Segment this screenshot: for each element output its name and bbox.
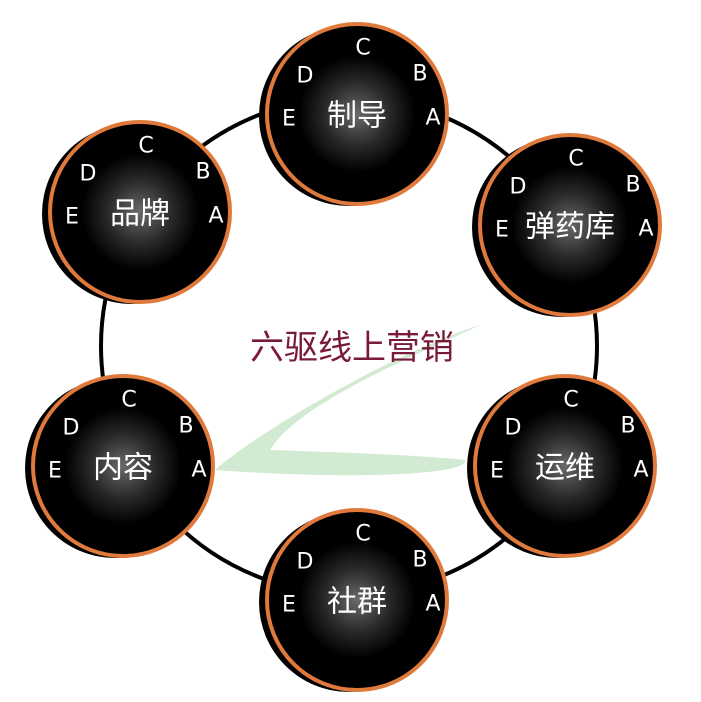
node-letter-b: B bbox=[620, 414, 635, 439]
node-letter-b: B bbox=[178, 414, 193, 439]
node-letter-a: A bbox=[191, 458, 206, 483]
node-2: AB C DE 弹药库 bbox=[472, 133, 662, 317]
node-disc bbox=[265, 508, 449, 692]
node-letter-d: D bbox=[80, 162, 97, 187]
node-3: AB C DE 运维 bbox=[467, 374, 657, 558]
node-letter-e: E bbox=[48, 459, 62, 484]
node-letter-b: B bbox=[195, 160, 210, 185]
node-letter-a: A bbox=[208, 204, 223, 229]
node-disc bbox=[265, 22, 449, 206]
node-label: 内容 bbox=[93, 451, 153, 486]
node-letter-d: D bbox=[297, 550, 314, 575]
node-label: 制导 bbox=[327, 99, 387, 134]
node-letter-c: C bbox=[138, 134, 153, 159]
node-1: AB C DE 制导 bbox=[259, 22, 449, 206]
node-letter-a: A bbox=[638, 217, 653, 242]
node-disc bbox=[48, 120, 232, 304]
node-letter-a: A bbox=[633, 458, 648, 483]
node-5: AB C DE 内容 bbox=[25, 374, 215, 558]
node-disc bbox=[31, 374, 215, 558]
node-letter-c: C bbox=[355, 522, 370, 547]
node-letter-e: E bbox=[65, 205, 79, 230]
node-letter-e: E bbox=[495, 218, 509, 243]
node-label: 运维 bbox=[535, 451, 595, 486]
node-letter-d: D bbox=[510, 175, 527, 200]
node-letter-d: D bbox=[505, 416, 522, 441]
node-letter-b: B bbox=[412, 548, 427, 573]
node-letter-a: A bbox=[425, 106, 440, 131]
node-letter-c: C bbox=[563, 388, 578, 413]
node-letter-b: B bbox=[412, 62, 427, 87]
node-letter-b: B bbox=[625, 173, 640, 198]
diagram-title: 六驱线上营销 bbox=[250, 328, 454, 368]
node-letter-e: E bbox=[282, 107, 296, 132]
node-letter-c: C bbox=[355, 36, 370, 61]
node-label: 弹药库 bbox=[525, 210, 615, 245]
node-4: AB C DE 社群 bbox=[259, 508, 449, 692]
node-label: 品牌 bbox=[110, 197, 170, 232]
z-ribbon bbox=[215, 325, 480, 476]
node-letter-d: D bbox=[63, 416, 80, 441]
node-letter-a: A bbox=[425, 592, 440, 617]
node-letter-c: C bbox=[568, 147, 583, 172]
node-6: AB C DE 品牌 bbox=[42, 120, 232, 304]
node-letter-c: C bbox=[121, 388, 136, 413]
node-letter-d: D bbox=[297, 64, 314, 89]
node-letter-e: E bbox=[490, 459, 504, 484]
node-disc bbox=[478, 133, 662, 317]
node-letter-e: E bbox=[282, 593, 296, 618]
node-label: 社群 bbox=[327, 585, 387, 620]
node-disc bbox=[473, 374, 657, 558]
